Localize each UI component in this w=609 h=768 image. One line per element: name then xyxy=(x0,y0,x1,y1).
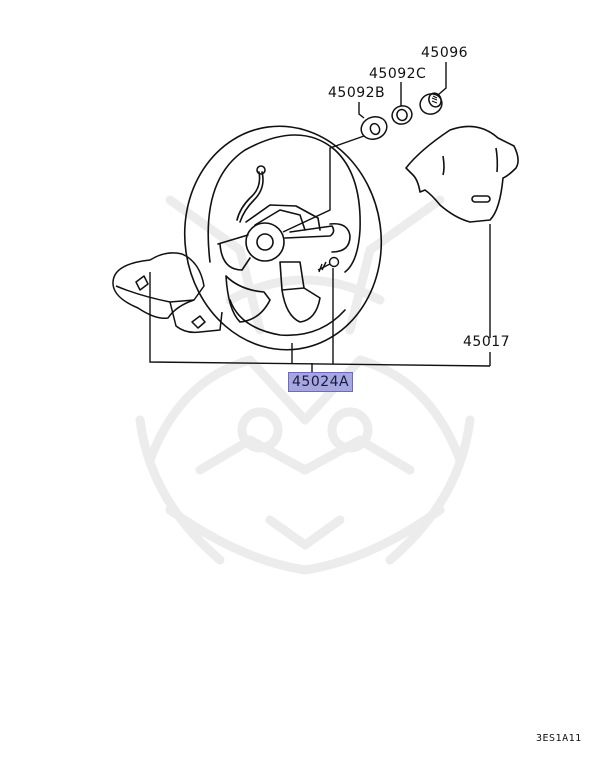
part-label-45017[interactable]: 45017 xyxy=(463,334,511,350)
horn-pad-cover-drawing[interactable] xyxy=(405,125,519,223)
part-label-45092c[interactable]: 45092C xyxy=(369,66,427,82)
part-label-45092b[interactable]: 45092B xyxy=(328,85,386,101)
part-label-45096[interactable]: 45096 xyxy=(421,45,469,61)
column-cover-drawing xyxy=(112,252,223,334)
steering-wheel-drawing[interactable] xyxy=(170,113,395,362)
watermark-logo xyxy=(135,195,475,575)
screw-drawing xyxy=(317,256,340,273)
leader-lines xyxy=(149,62,491,372)
diagram-reference-code: 3ES1A11 xyxy=(536,733,582,744)
washer-45092b-drawing[interactable] xyxy=(358,113,390,143)
spring-washer-45092c-drawing[interactable] xyxy=(390,103,415,127)
part-label-45024a-highlighted[interactable]: 45024A xyxy=(288,372,354,392)
nut-45096-drawing[interactable] xyxy=(417,91,445,117)
